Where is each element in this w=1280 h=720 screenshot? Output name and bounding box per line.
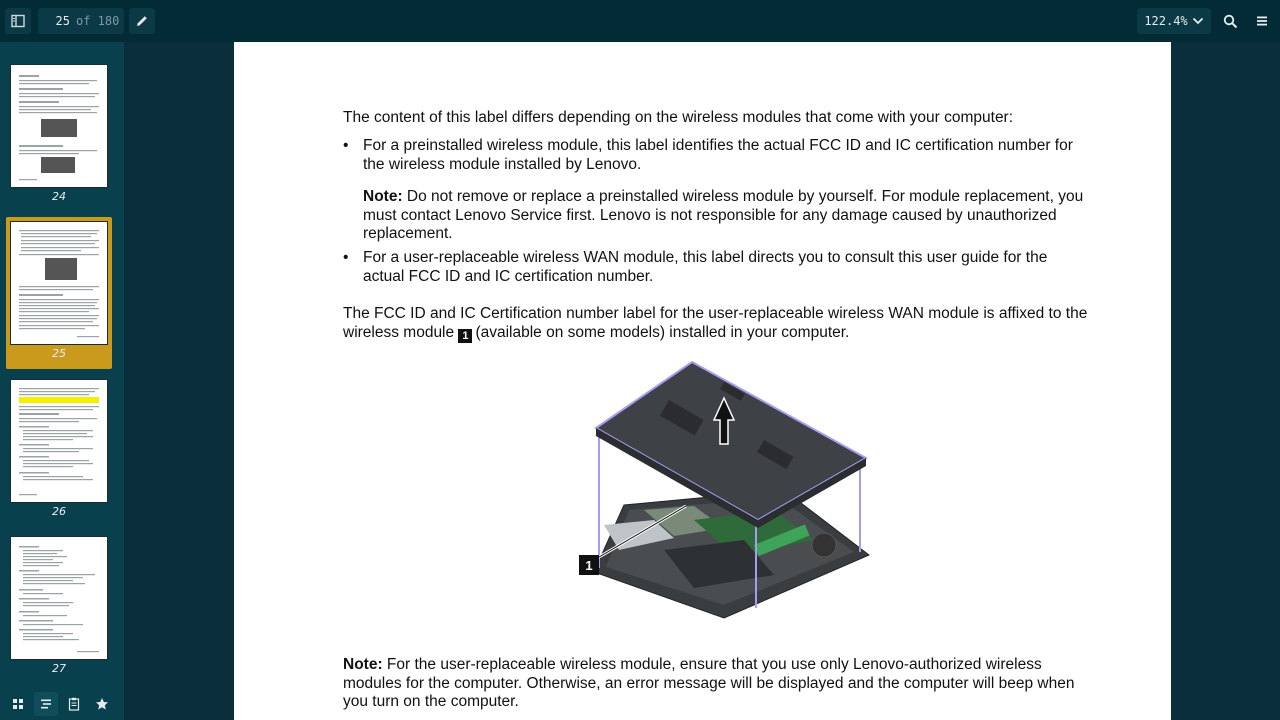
thumbnail-page-number: 27 (52, 662, 66, 675)
sidebar-icon (11, 14, 25, 28)
search-button[interactable] (1217, 8, 1243, 34)
toolbar: 25 of 180 122.4% (0, 0, 1280, 42)
intro-paragraph: The content of this label differs depend… (343, 109, 1014, 126)
document-page: The content of this label differs depend… (234, 42, 1171, 720)
zoom-level: 122.4% (1144, 14, 1188, 28)
note-text: Do not remove or replace a preinstalled … (363, 188, 1084, 242)
clipboard-icon (68, 697, 80, 711)
bookmarks-view-button[interactable] (90, 692, 114, 716)
thumbnail-image (11, 537, 107, 659)
bullet-icon: • (343, 137, 349, 154)
paragraph-text: The FCC ID and IC Certification number l… (343, 305, 1088, 341)
sidebar-toggle-button[interactable] (5, 8, 31, 34)
outline-view-button[interactable] (34, 692, 58, 716)
pencil-icon (137, 16, 147, 26)
zoom-dropdown[interactable]: 122.4% (1137, 8, 1211, 34)
thumbnail-image (11, 222, 107, 344)
note-preinstalled: Note: Do not remove or replace a preinst… (363, 188, 1088, 244)
chevron-down-icon (1192, 17, 1203, 25)
total-pages-label: of 180 (76, 14, 120, 28)
thumbnails-view-button[interactable] (6, 692, 30, 716)
note-text: For the user-replaceable wireless module… (343, 656, 1075, 710)
laptop-illustration: 1 (579, 360, 870, 619)
bullet-icon: • (343, 249, 349, 266)
search-icon (1223, 14, 1237, 28)
thumbnail-page-number: 25 (52, 347, 66, 360)
paragraph-text: (available on some models) installed in … (475, 323, 850, 341)
figure-callout-number: 1 (585, 558, 592, 573)
annotate-button[interactable] (129, 8, 155, 34)
page-number-field[interactable]: 25 of 180 (38, 8, 124, 34)
grid-icon (13, 699, 23, 709)
current-page-input[interactable]: 25 (55, 14, 70, 28)
figure-callout-marker (579, 555, 599, 575)
thumbnail-sidebar: 24 (0, 42, 124, 720)
thumbnail-page-number: 26 (52, 505, 66, 518)
thumbnail-page-24[interactable]: 24 (6, 60, 112, 212)
thumbnail-page-26[interactable]: 26 (6, 375, 112, 527)
thumbnail-page-number: 24 (52, 190, 66, 203)
outline-list-icon (41, 699, 51, 709)
thumbnail-page-27[interactable]: 27 (6, 532, 112, 684)
star-icon (96, 698, 108, 710)
note-authorized-modules: Note: For the user-replaceable wireless … (343, 656, 1088, 712)
thumbnail-image (11, 380, 107, 502)
attachments-view-button[interactable] (62, 692, 86, 716)
callout-marker: 1 (458, 328, 473, 343)
thumbnail-image (11, 65, 107, 187)
label-location-paragraph: The FCC ID and IC Certification number l… (343, 305, 1088, 343)
sidebar-bottom-bar (0, 688, 124, 720)
menu-button[interactable] (1249, 8, 1275, 34)
note-label: Note: (343, 656, 383, 673)
note-label: Note: (363, 188, 403, 205)
bullet-text: For a user-replaceable wireless WAN modu… (363, 249, 1048, 285)
bullet-text: For a preinstalled wireless module, this… (363, 137, 1073, 173)
thumbnail-page-25[interactable]: 25 (6, 217, 112, 369)
hamburger-menu-icon (1257, 16, 1267, 26)
